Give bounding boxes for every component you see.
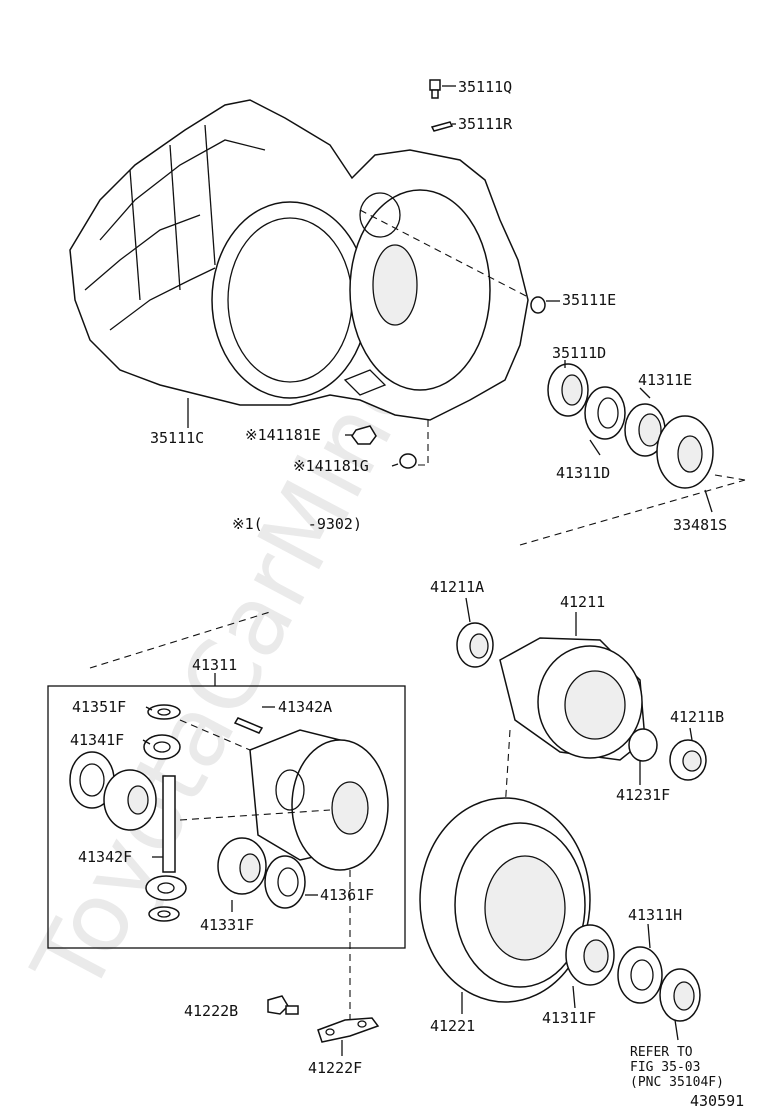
label-35111R: 35111R: [458, 115, 513, 133]
pinion-lower: [145, 875, 187, 901]
leader-41311H: [647, 923, 651, 949]
label-41211B: 41211B: [670, 708, 724, 726]
label-35111C: 35111C: [150, 429, 204, 447]
leader-41311D: [589, 439, 601, 456]
leader-41211B: [689, 727, 693, 741]
bushing-41231F: [628, 728, 658, 762]
label-41311: 41311: [192, 656, 237, 674]
figure-number: 430591: [690, 1092, 744, 1110]
pin-41342A: [233, 717, 264, 734]
diff-axis-line: [179, 809, 331, 821]
bearing-41211A: [456, 622, 494, 668]
pinion-41341F: [143, 734, 181, 760]
bearing-41311E: [624, 403, 666, 457]
gear-down-line: [504, 729, 511, 811]
label-41211: 41211: [560, 593, 605, 611]
ring-gear-41221: [419, 797, 591, 1003]
label-41311D: 41311D: [556, 464, 610, 482]
label-41342F: 41342F: [78, 848, 132, 866]
label-41221: 41221: [430, 1017, 475, 1035]
shim-41311D: [584, 386, 626, 440]
label-35111E: 35111E: [562, 291, 616, 309]
part-labels: 35111Q 35111R 35111E 35111D 41311E 35111…: [70, 78, 744, 1110]
label-41342A: 41342A: [278, 698, 332, 716]
side-washer-41361F: [264, 855, 306, 909]
leader-refer: [674, 1019, 679, 1041]
bolt-35111Q: [429, 79, 456, 99]
label-41341F: 41341F: [70, 731, 124, 749]
washer-lower: [148, 906, 180, 922]
group-ref-line: [89, 611, 271, 669]
bearing-race-ref: [659, 968, 701, 1022]
label-41331F: 41331F: [200, 916, 254, 934]
transaxle-housing: [69, 99, 529, 421]
label-41222F: 41222F: [308, 1059, 362, 1077]
label-41181G: ※141181G: [293, 457, 369, 475]
pin-35111R: [430, 121, 456, 132]
shim-41311H: [617, 946, 663, 1004]
washer-41351F: [147, 704, 181, 720]
leader-41211A: [465, 597, 471, 623]
label-41311H: 41311H: [628, 906, 682, 924]
label-41181E: ※141181E: [245, 426, 321, 444]
differential-group-box: [47, 685, 406, 949]
cover-33481S: [656, 415, 714, 489]
label-note: ※1( -9302): [232, 515, 362, 533]
label-41351F: 41351F: [72, 698, 126, 716]
leader-33481S: [704, 489, 713, 513]
label-41222B: 41222B: [184, 1002, 238, 1020]
shaft-41342F: [162, 775, 176, 873]
label-41211A: 41211A: [430, 578, 484, 596]
label-35111D: 35111D: [552, 344, 606, 362]
label-35111Q: 35111Q: [458, 78, 512, 96]
gear-41211: [499, 637, 646, 761]
gasket-41181G: [391, 420, 429, 469]
label-41311F: 41311F: [542, 1009, 596, 1027]
bearing-41211B: [669, 739, 707, 781]
oring-35111E: [359, 209, 560, 314]
shaft-axis-line: [519, 479, 746, 546]
bearing-41311F: [565, 924, 615, 986]
leader-41311E: [639, 387, 651, 399]
differential-case: [249, 729, 389, 871]
label-41231F: 41231F: [616, 786, 670, 804]
label-33481S: 33481S: [673, 516, 727, 534]
label-refer-line1: REFER TO: [630, 1045, 693, 1060]
side-gear-left: [103, 769, 157, 831]
oil-seal-35111D: [547, 363, 589, 417]
leader-41341F: [142, 739, 151, 745]
pin-axis-line: [179, 719, 251, 751]
side-gear-41331F: [217, 837, 267, 895]
lock-plate-41222F: [317, 1017, 380, 1043]
label-41311E: 41311E: [638, 371, 692, 389]
label-refer-line3: (PNC 35104F): [630, 1075, 724, 1090]
bolt-41222B: [267, 995, 299, 1015]
leader-41311F: [572, 985, 576, 1009]
label-refer-line2: FIG 35-03: [630, 1060, 700, 1075]
leader-41351F: [145, 706, 153, 711]
shaft-axis-tail: [714, 474, 746, 481]
label-41361F: 41361F: [320, 886, 374, 904]
plug-41181E: [345, 425, 377, 445]
